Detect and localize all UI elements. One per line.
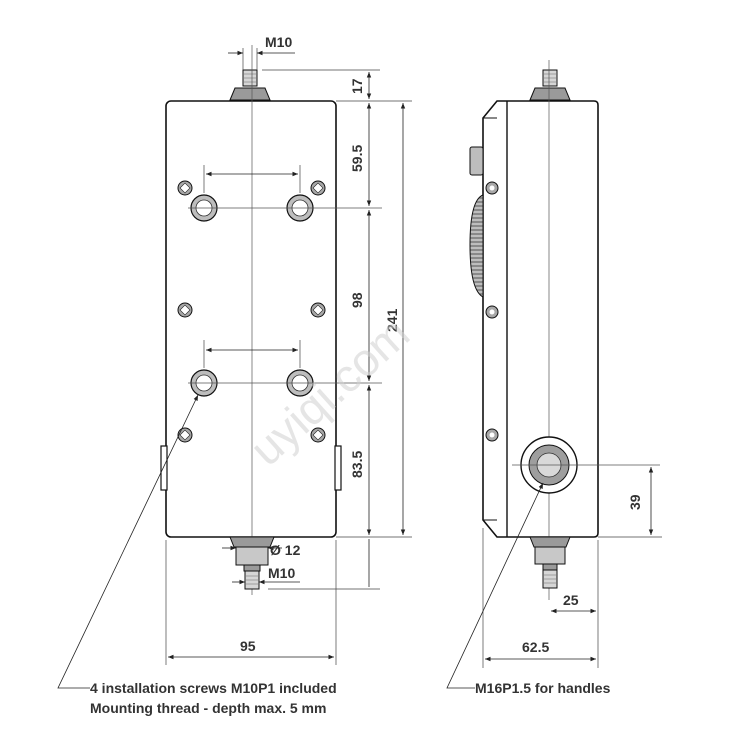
dim-thread-top: M10 <box>228 34 295 70</box>
dim-handle-offset-label: 25 <box>563 592 579 608</box>
side-screw-head <box>485 305 499 319</box>
dim-bottom-offset-label: 83.5 <box>349 451 365 478</box>
dim-vertical-chain: 17 59.5 98 83.5 241 <box>262 69 412 590</box>
side-button <box>469 146 484 176</box>
dim-top-stud-label: 17 <box>349 78 365 94</box>
dim-depth-label: 62.5 <box>522 639 549 655</box>
dim-thread-bottom-label: M10 <box>268 565 295 581</box>
bottom-stud <box>229 536 275 590</box>
dim-handle-height-label: 39 <box>627 494 643 510</box>
side-bottom-stud <box>529 536 571 589</box>
screw-head <box>310 302 326 318</box>
dim-diameter: Ø 12 <box>222 542 301 558</box>
screw-head <box>177 302 193 318</box>
dim-thread-top-label: M10 <box>265 34 292 50</box>
side-top-stud <box>529 69 571 101</box>
dim-top-offset-label: 59.5 <box>349 145 365 172</box>
leader-screws: 4 installation screws M10P1 included Mou… <box>57 394 337 716</box>
leader-handles: M16P1.5 for handles <box>446 482 611 696</box>
dim-thread-bottom: M10 <box>232 565 300 585</box>
screw-head <box>310 427 326 443</box>
side-screw-head <box>485 181 499 195</box>
dim-handle-offset: 25 <box>551 540 599 668</box>
note-screws-line2: Mounting thread - depth max. 5 mm <box>90 700 326 716</box>
dim-overall-height-label: 241 <box>384 308 400 332</box>
screw-head <box>177 427 193 443</box>
screw-head <box>177 180 193 196</box>
front-housing <box>165 100 337 538</box>
note-handles: M16P1.5 for handles <box>475 680 611 696</box>
front-view <box>160 45 382 595</box>
dim-handle-height: 39 <box>598 467 662 538</box>
dim-diameter-label: Ø 12 <box>270 542 301 558</box>
dim-width: 95 <box>165 540 337 665</box>
screw-head <box>310 180 326 196</box>
top-stud <box>229 69 271 101</box>
note-screws-line1: 4 installation screws M10P1 included <box>90 680 337 696</box>
dim-spacing-label: 98 <box>349 292 365 308</box>
side-housing <box>482 100 599 538</box>
knurled-knob <box>469 194 484 298</box>
dim-width-label: 95 <box>240 638 256 654</box>
side-screw-head <box>485 428 499 442</box>
side-view <box>469 60 660 600</box>
dim-depth: 62.5 <box>482 528 596 668</box>
